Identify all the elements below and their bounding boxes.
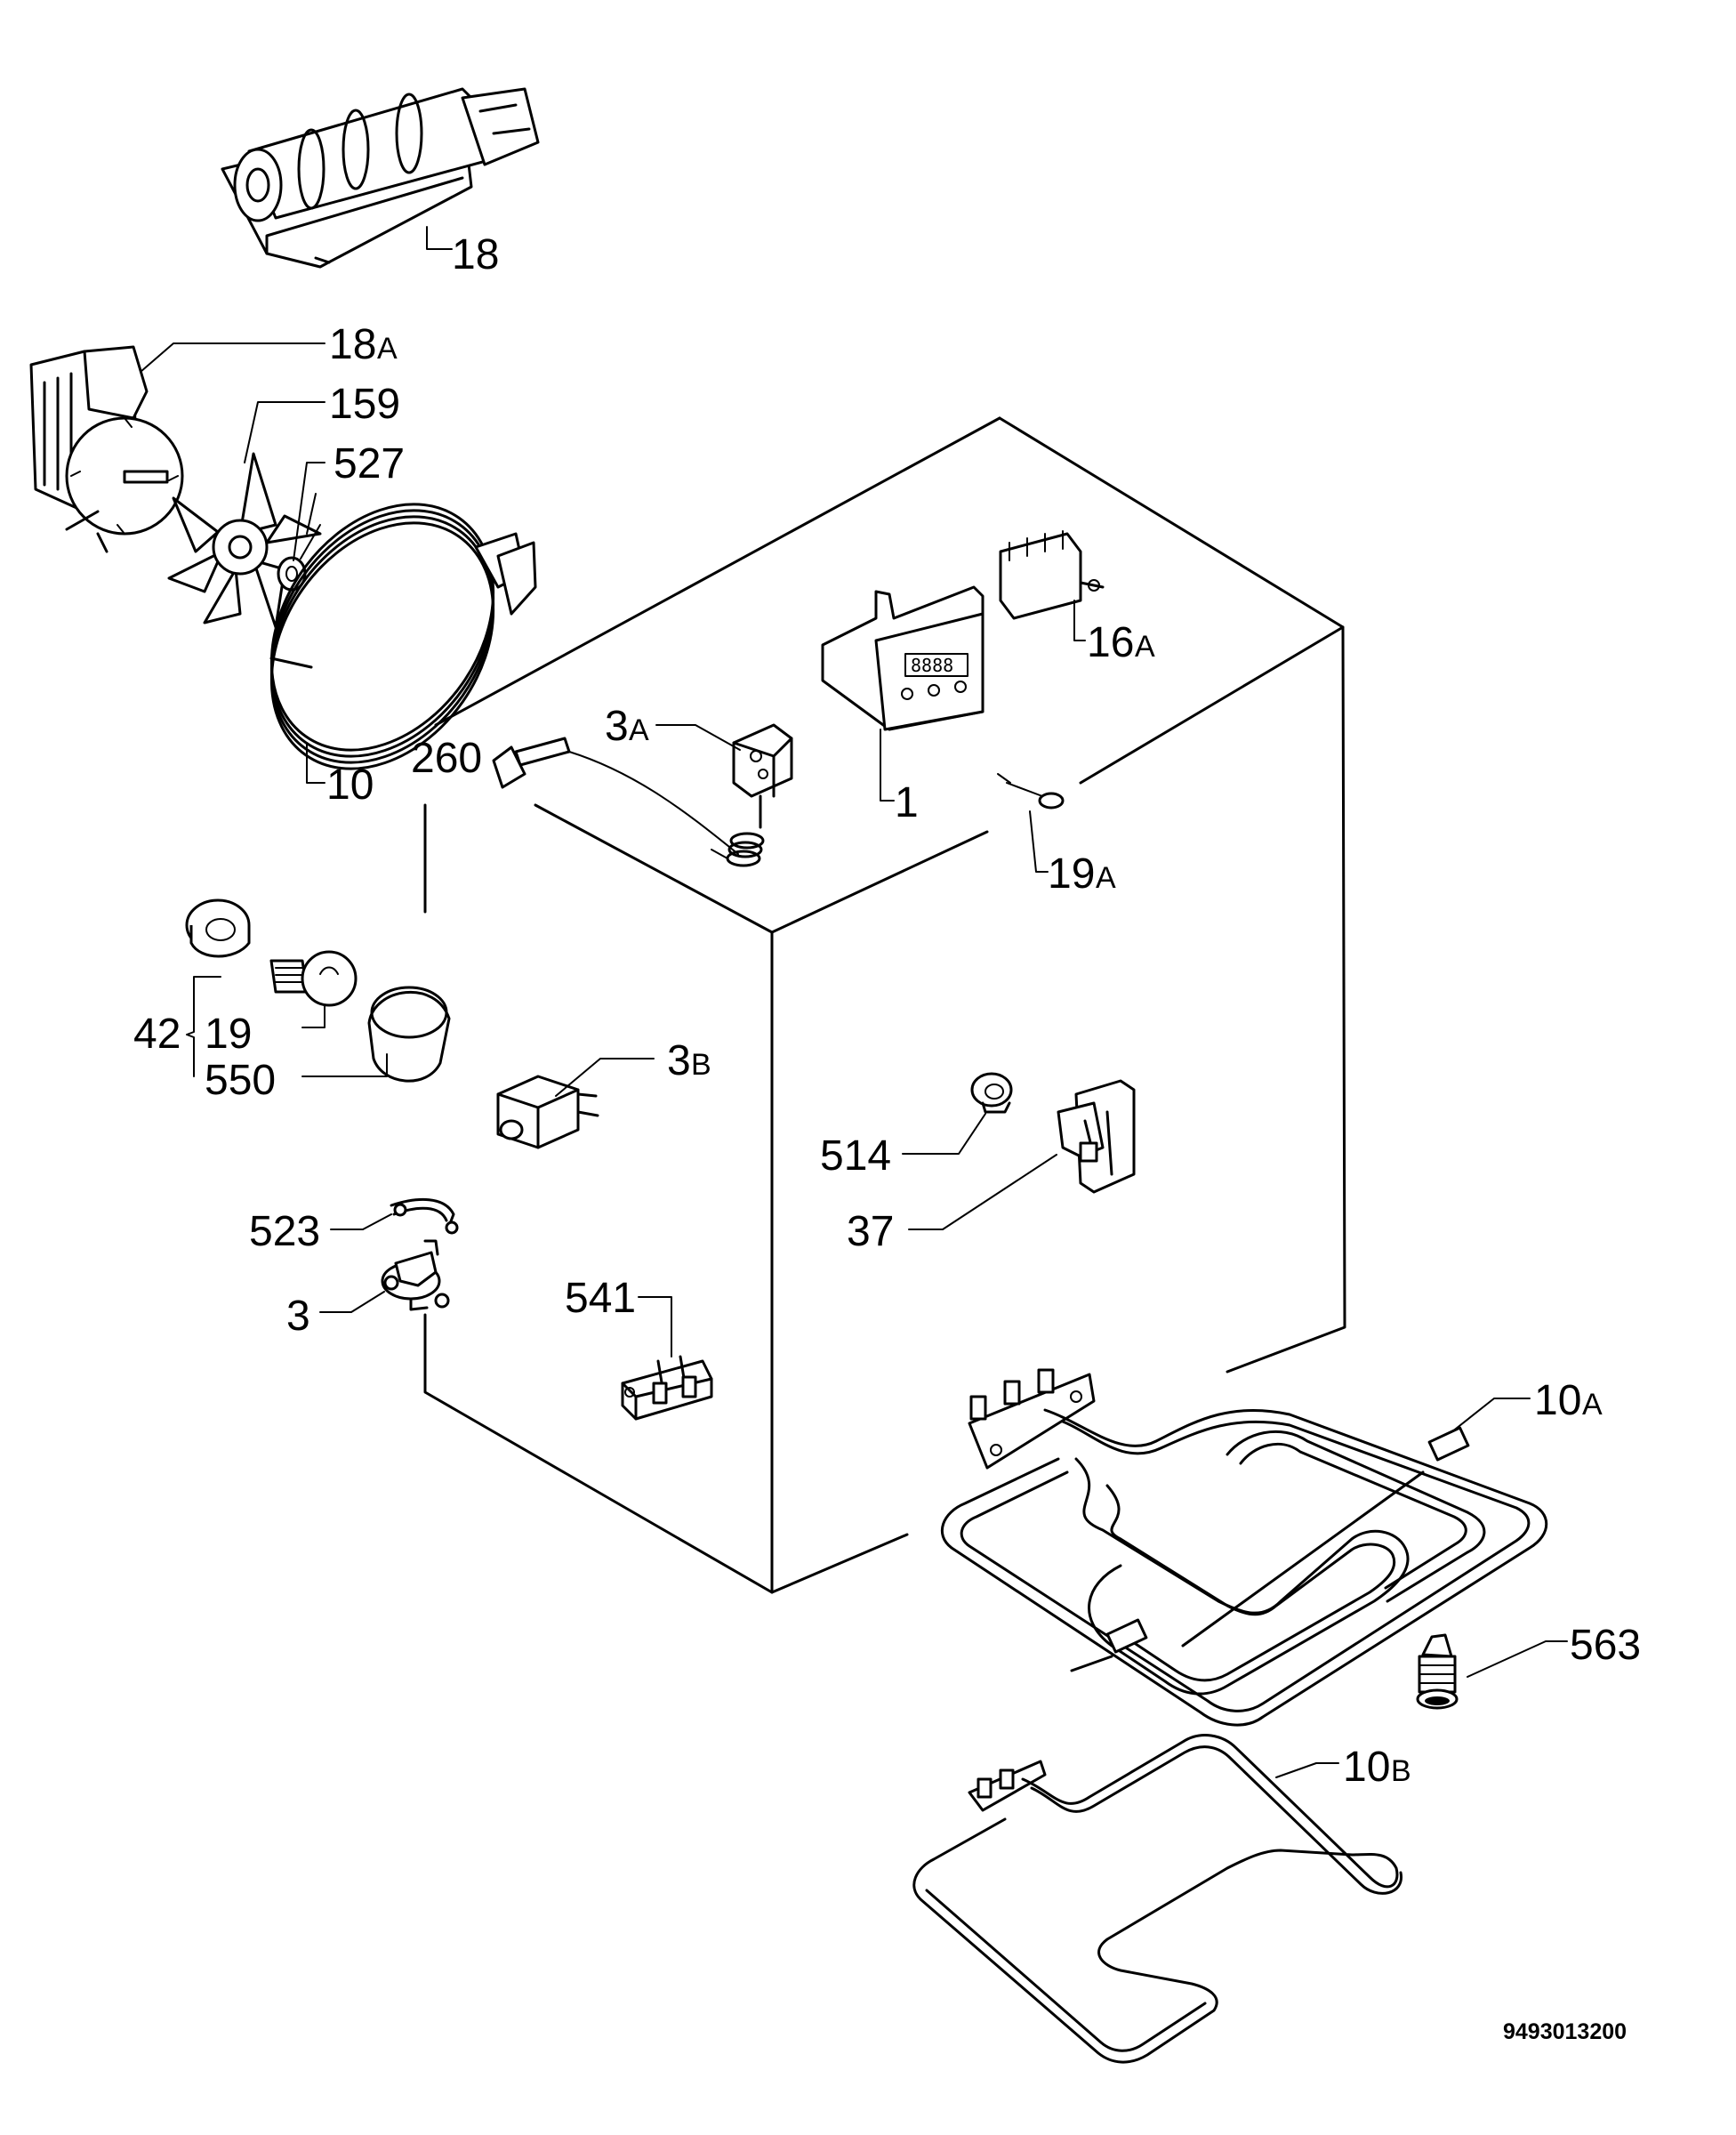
leader-16a	[1073, 600, 1086, 641]
leader-514	[902, 1113, 986, 1155]
leader-19a	[1029, 810, 1049, 873]
part-550-lamp-cover	[367, 986, 451, 1083]
part-19a-sensor	[997, 773, 1065, 810]
label-541: 541	[565, 1275, 636, 1322]
label-550: 550	[205, 1057, 276, 1104]
leader-3b	[555, 1058, 655, 1097]
label-514: 514	[820, 1132, 891, 1180]
label-19: 19	[205, 1011, 252, 1058]
label-3: 3	[286, 1293, 310, 1340]
label-18a-number: 18	[329, 321, 376, 368]
label-10: 10	[326, 761, 374, 809]
label-10b-number: 10	[1343, 1744, 1390, 1791]
part-1-timer: 8888	[821, 585, 985, 731]
label-10b-suffix: B	[1391, 1754, 1411, 1788]
label-19a-number: 19	[1048, 850, 1095, 898]
label-42: 42	[133, 1011, 181, 1058]
label-10a-number: 10	[1534, 1377, 1581, 1424]
label-3b-suffix: B	[691, 1048, 711, 1082]
leader-18a	[140, 342, 326, 373]
leader-10a	[1451, 1398, 1531, 1433]
part-16a-switch	[999, 530, 1105, 620]
label-563: 563	[1570, 1622, 1641, 1669]
label-10a-suffix: A	[1582, 1388, 1603, 1422]
label-19a-suffix: A	[1096, 861, 1116, 895]
part-18a-fan-motor	[29, 345, 184, 553]
part-3-thermal-cutout	[381, 1239, 450, 1311]
part-19-lamp-bulb	[269, 950, 358, 1007]
label-16a-number: 16	[1087, 619, 1134, 666]
document-number: 9493013200	[1503, 2019, 1627, 2044]
label-18a-suffix: A	[377, 332, 398, 366]
leader-37	[908, 1154, 1057, 1230]
leader-563	[1467, 1640, 1568, 1678]
part-37-latch	[1057, 1079, 1136, 1194]
label-3b-number: 3	[667, 1037, 691, 1084]
leader-19	[301, 1004, 326, 1028]
part-541-terminal-block	[621, 1355, 713, 1421]
leader-1	[880, 729, 895, 802]
part-10a-grill-element	[940, 1368, 1548, 1727]
part-523-clip	[390, 1197, 459, 1235]
brace-42	[186, 976, 221, 1077]
leader-523	[330, 1213, 392, 1230]
label-1: 1	[895, 779, 919, 826]
leader-18	[426, 226, 453, 250]
part-514-grommet	[970, 1072, 1013, 1114]
label-3a-suffix: A	[629, 713, 649, 747]
part-3a-thermostat	[711, 723, 793, 867]
part-10-circular-element	[269, 503, 537, 770]
label-527: 527	[334, 440, 405, 487]
label-37: 37	[847, 1208, 894, 1255]
part-563-foot	[1416, 1633, 1459, 1710]
part-42-lamp-holder	[185, 898, 251, 958]
leader-10b	[1275, 1762, 1339, 1778]
label-3a-number: 3	[605, 703, 629, 750]
label-523: 523	[249, 1208, 320, 1255]
leader-3a	[655, 724, 741, 751]
leader-3	[319, 1291, 385, 1313]
label-260: 260	[411, 735, 482, 782]
part-18-tangential-fan	[221, 87, 540, 269]
leader-159	[244, 401, 326, 463]
leader-527	[293, 462, 326, 561]
leader-550	[301, 1053, 388, 1077]
part-3b-switch	[496, 1075, 599, 1149]
svg-text:8888: 8888	[911, 655, 953, 676]
label-16a-suffix: A	[1135, 630, 1155, 664]
label-159: 159	[329, 381, 400, 428]
leader-10	[306, 742, 326, 784]
part-10b-lower-element	[912, 1734, 1402, 2064]
label-18: 18	[452, 231, 499, 278]
part-260-sensor	[492, 737, 739, 855]
oven-cabinet-outline	[423, 416, 1346, 1594]
part-159-fan-blade	[167, 452, 322, 629]
leader-541	[638, 1296, 672, 1358]
